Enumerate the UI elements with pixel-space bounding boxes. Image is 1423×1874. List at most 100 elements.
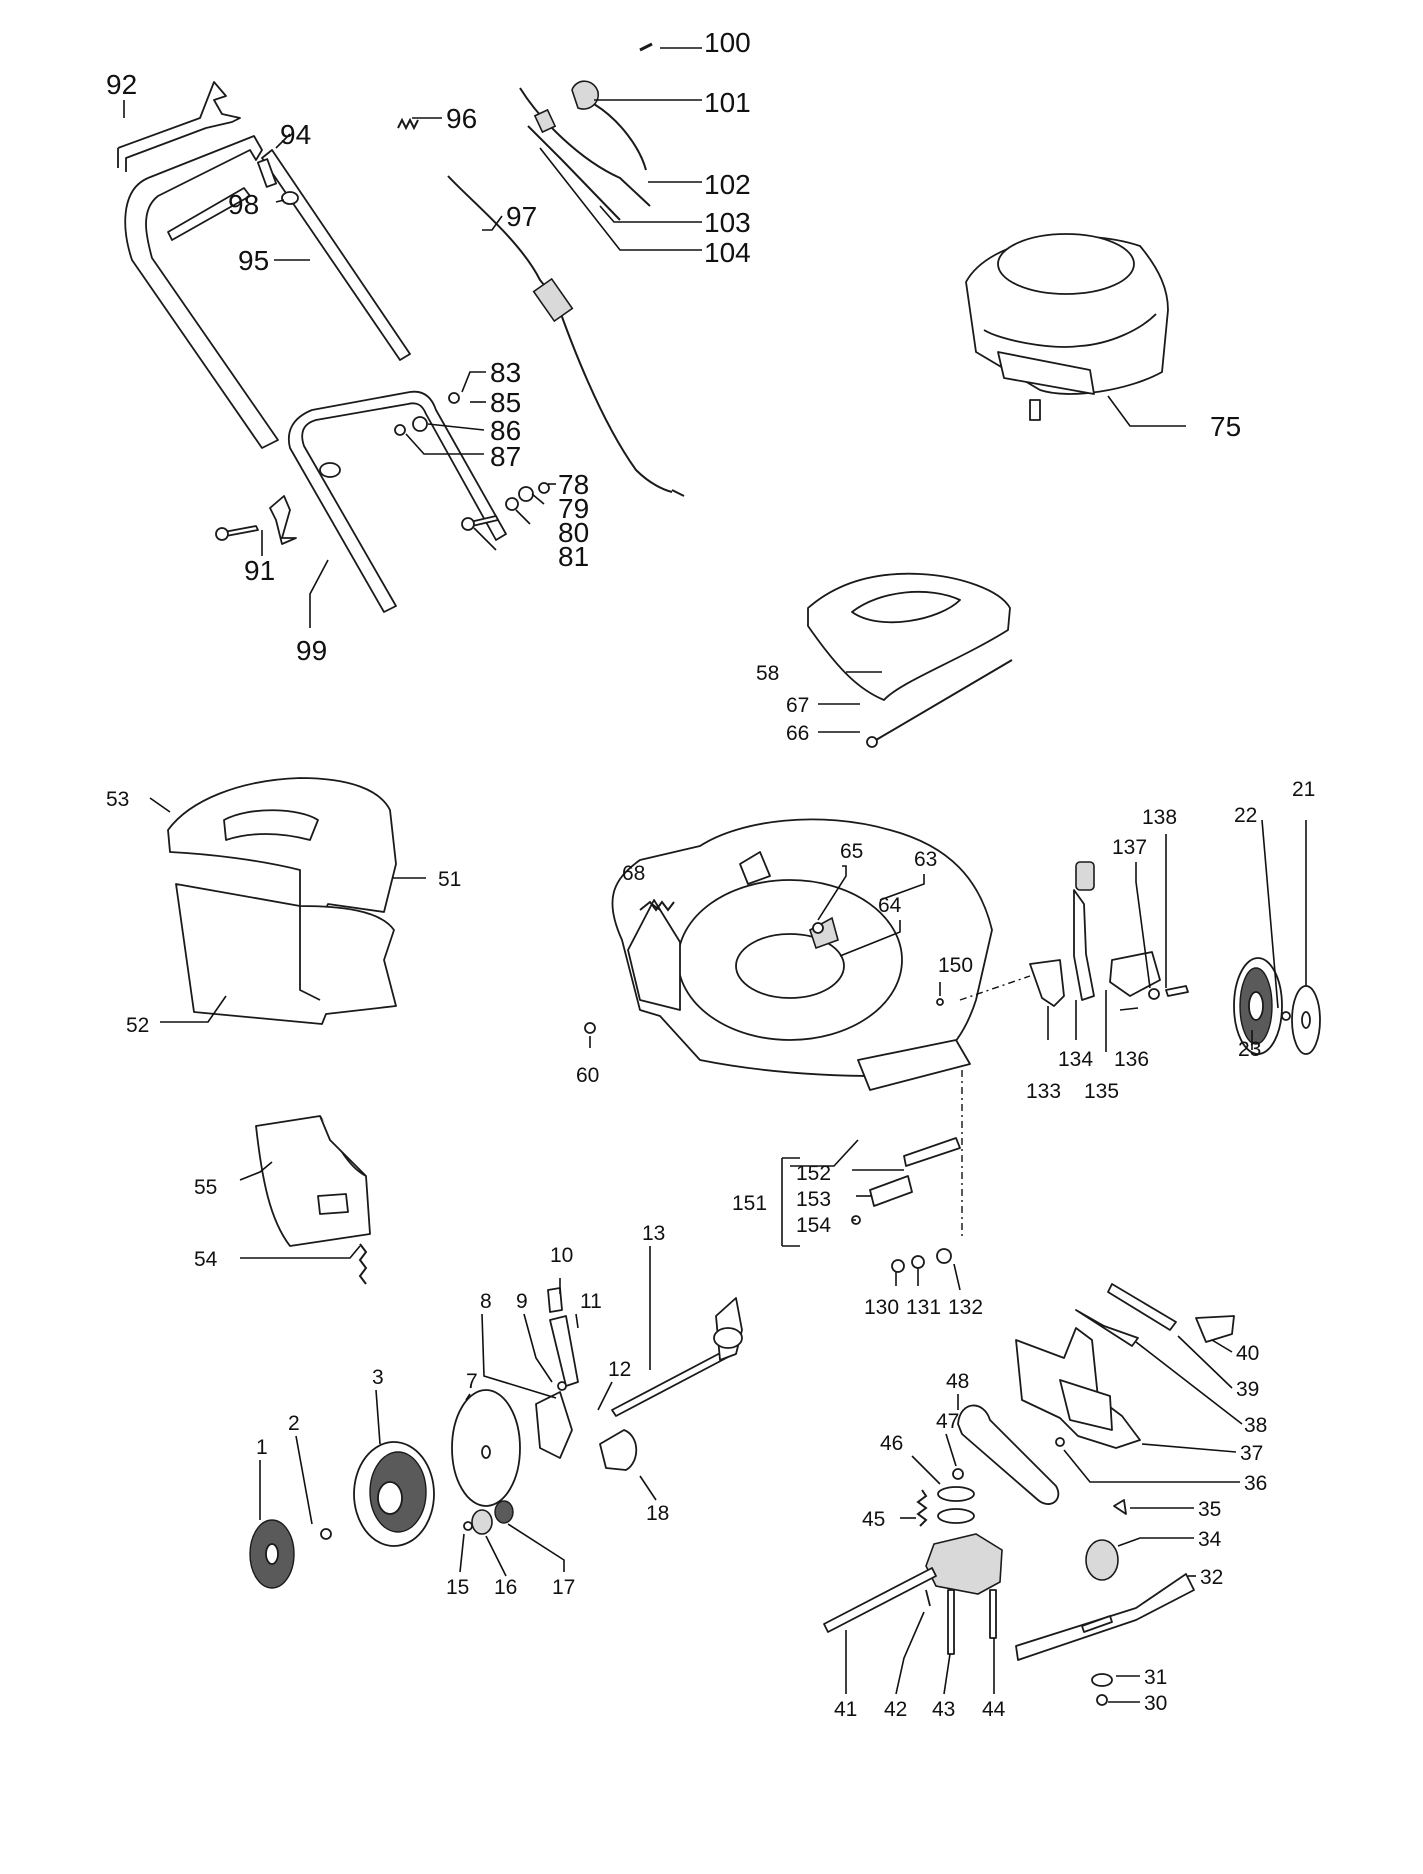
height-adjuster <box>1029 861 1189 1007</box>
part-48-belt <box>957 1404 1060 1505</box>
leader-lines <box>123 47 1307 1703</box>
label-43: 43 <box>932 1698 955 1721</box>
part-47-nut <box>952 1468 964 1480</box>
part-54-spring <box>358 1243 368 1285</box>
label-47: 47 <box>936 1410 959 1433</box>
part-36-screw <box>1055 1437 1065 1447</box>
part-152-scraper <box>903 1137 961 1167</box>
part-134-lever <box>1073 889 1095 1001</box>
part-133-bracket <box>1029 959 1065 1007</box>
label-154: 154 <box>796 1214 831 1237</box>
rear-drive <box>823 1283 1235 1706</box>
part-97-drive-cable <box>447 175 673 493</box>
label-9: 9 <box>516 1290 528 1313</box>
part-58-rear-flap <box>807 572 1013 748</box>
part-43-shaft <box>947 1589 955 1655</box>
part-34-adapter <box>1085 1539 1119 1581</box>
label-2: 2 <box>288 1412 300 1435</box>
part-31-washer <box>1091 1673 1113 1687</box>
label-136: 136 <box>1114 1048 1149 1071</box>
part-83-screw <box>448 392 460 404</box>
part-10-pad <box>547 1287 563 1313</box>
part-98-bolt <box>281 191 299 205</box>
part-2-nut <box>320 1528 332 1540</box>
cables <box>447 42 685 497</box>
part-number-labels: 100 101 102 103 104 92 94 96 97 98 95 83… <box>106 27 1315 1721</box>
label-132: 132 <box>948 1296 983 1319</box>
label-12: 12 <box>608 1358 631 1381</box>
part-17-bearing <box>494 1500 514 1524</box>
part-80-washer <box>505 497 519 511</box>
label-55: 55 <box>194 1176 217 1199</box>
part-65-bolt <box>812 922 824 934</box>
part-44-shaft <box>989 1589 997 1639</box>
label-80: 80 <box>558 517 589 548</box>
label-131: 131 <box>906 1296 941 1319</box>
label-15: 15 <box>446 1576 469 1599</box>
label-96: 96 <box>446 103 477 134</box>
part-23-rear-wheel <box>1233 957 1283 1055</box>
label-91: 91 <box>244 555 275 586</box>
label-16: 16 <box>494 1576 517 1599</box>
label-152: 152 <box>796 1162 831 1185</box>
label-54: 54 <box>194 1248 218 1271</box>
part-30-bolt <box>1096 1694 1108 1706</box>
part-96-spring <box>397 117 419 131</box>
part-99-lower-handle <box>288 390 507 613</box>
label-83: 83 <box>490 357 521 388</box>
label-101: 101 <box>704 87 751 118</box>
label-92: 92 <box>106 69 137 100</box>
label-34: 34 <box>1198 1528 1222 1551</box>
label-78: 78 <box>558 469 589 500</box>
part-68-spring <box>639 900 675 912</box>
label-130: 130 <box>864 1296 899 1319</box>
part-42-pin <box>925 1589 931 1607</box>
label-151: 151 <box>732 1192 767 1215</box>
label-51: 51 <box>438 868 461 891</box>
part-35-key <box>1113 1499 1127 1515</box>
label-86: 86 <box>490 415 521 446</box>
part-41-rear-axle <box>823 1567 937 1633</box>
part-86-knob <box>412 416 428 432</box>
front-drive <box>249 1287 743 1589</box>
label-11: 11 <box>580 1290 602 1313</box>
label-104: 104 <box>704 237 751 268</box>
label-134: 134 <box>1058 1048 1093 1071</box>
label-87: 87 <box>490 441 521 472</box>
label-95: 95 <box>238 245 269 276</box>
grass-bag <box>167 777 397 1025</box>
part-137-washer <box>1148 988 1160 1000</box>
label-66: 66 <box>786 722 809 745</box>
part-18-knob <box>599 1429 638 1471</box>
part-63-mower-deck <box>611 818 993 1091</box>
part-132-washer <box>936 1248 952 1264</box>
label-68: 68 <box>622 862 645 885</box>
label-53: 53 <box>106 788 129 811</box>
part-46-pulley <box>937 1486 975 1502</box>
part-130-nut <box>891 1259 905 1273</box>
part-16-pinion <box>471 1509 493 1535</box>
label-100: 100 <box>704 27 751 58</box>
part-32-blade <box>1015 1573 1195 1661</box>
part-53-bag-frame <box>167 777 397 931</box>
part-87-nut <box>394 424 406 436</box>
part-22-washer <box>1281 1011 1291 1021</box>
label-52: 52 <box>126 1014 149 1037</box>
label-41: 41 <box>834 1698 857 1721</box>
label-17: 17 <box>552 1576 575 1599</box>
label-7: 7 <box>466 1370 478 1393</box>
part-11-lever <box>549 1315 579 1387</box>
label-60: 60 <box>576 1064 599 1087</box>
label-21: 21 <box>1292 778 1315 801</box>
label-133: 133 <box>1026 1080 1061 1103</box>
label-58: 58 <box>756 662 779 685</box>
label-67: 67 <box>786 694 809 717</box>
label-13: 13 <box>642 1222 665 1245</box>
label-36: 36 <box>1244 1472 1267 1495</box>
label-75: 75 <box>1210 411 1241 442</box>
label-150: 150 <box>938 954 973 977</box>
part-66-nut <box>866 736 878 748</box>
part-92-control-bar <box>117 81 241 172</box>
part-79-knob <box>518 486 534 502</box>
